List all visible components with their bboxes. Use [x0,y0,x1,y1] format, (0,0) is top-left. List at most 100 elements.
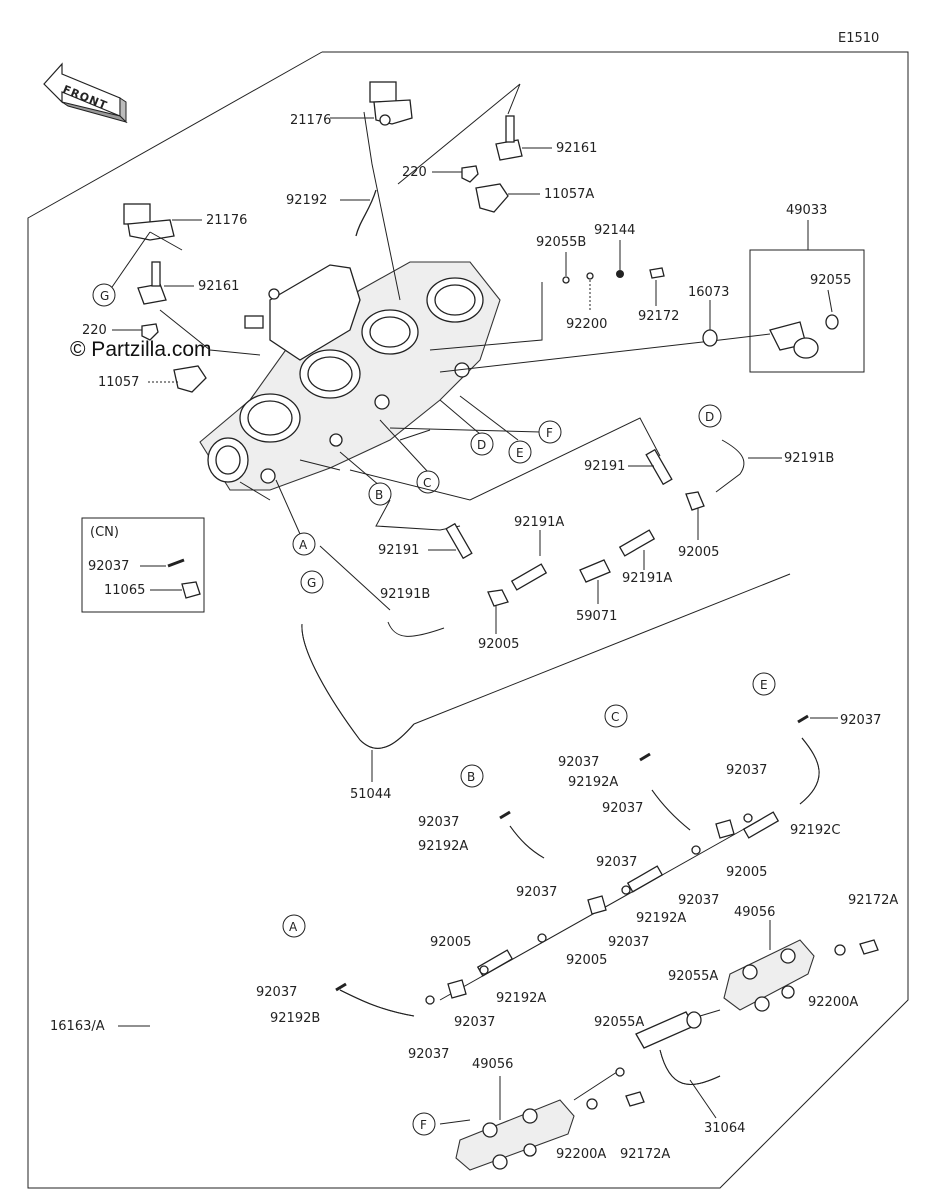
callout-circle-E [508,440,532,464]
callout-B: B [375,488,383,502]
label-16073: 16073 [688,285,729,300]
label-92037-cn: 92037 [88,559,129,574]
sensor-21176-top [330,81,413,126]
callout-A: A [299,538,308,552]
label-92055B: 92055B [536,235,586,250]
label-92200A-b: 92200A [556,1147,606,1162]
label-92037-m3: 92037 [608,935,649,950]
label-21176-top: 21176 [290,113,331,128]
assembly-outline [27,51,909,1189]
callout-A2: A [289,920,298,934]
label-11057A: 11057A [544,187,594,202]
callout-circle-A2 [282,914,306,938]
callout-F2: F [420,1118,427,1132]
label-92192A-l: 92192A [496,991,546,1006]
label-31064: 31064 [704,1121,745,1136]
label-92005-left: 92005 [478,637,519,652]
label-51044: 51044 [350,787,391,802]
label-220-left: 220 [82,323,107,338]
label-92191-left: 92191 [378,543,419,558]
label-92037-c: 92037 [558,755,599,770]
label-92037-r: 92037 [726,763,767,778]
label-92037-l2: 92037 [408,1047,449,1062]
diagram-code: E1510 [838,31,879,46]
hose-51044 [300,570,791,782]
label-92037-m2: 92037 [678,893,719,908]
washer-16073 [702,300,718,347]
bracket-11057 [148,309,261,393]
label-92055: 92055 [810,273,851,288]
label-92200: 92200 [566,317,607,332]
callout-circle-B2 [460,764,484,788]
label-92037-b2: 92037 [596,855,637,870]
label-92192A-m: 92192A [636,911,686,926]
fuel-pipe-31064 [573,1009,721,1119]
throttle-body-assembly [199,261,501,501]
callout-leaders [275,395,541,535]
callout-circle-D [470,432,494,456]
label-92192: 92192 [286,193,327,208]
fuel-rail-49056-right [723,920,879,1012]
part-92161-left [137,261,194,305]
label-49056-b: 49056 [472,1057,513,1072]
label-11065-cn: 11065 [104,583,145,598]
cn-variant-box: (CN) [81,517,205,613]
sensor-21176-left [109,203,202,291]
label-92037-c2: 92037 [602,801,643,816]
callout-circle-D2 [698,404,722,428]
label-92005-mid: 92005 [726,865,767,880]
sensor-group-49033 [439,220,865,373]
label-92144: 92144 [594,223,635,238]
label-220-top: 220 [402,165,427,180]
callout-G: G [307,576,316,590]
label-92055A-b: 92055A [594,1015,644,1030]
callout-circle-G-top [92,283,116,307]
hose-92192 [340,111,401,301]
label-92192C: 92192C [790,823,840,838]
label-92037-b: 92037 [418,815,459,830]
partzilla-watermark: © Partzilla.com [70,338,212,361]
label-92005-l: 92005 [430,935,471,950]
label-92192A-c: 92192A [568,775,618,790]
fuel-rail-49056-bottom [439,1067,645,1171]
part-220-top [432,165,479,183]
label-92005-m2: 92005 [566,953,607,968]
callout-C2: C [611,710,619,724]
part-92161-top [397,83,552,185]
callout-G-top: G [100,289,109,303]
label-92191A-a: 92191A [514,515,564,530]
label-92055A-r: 92055A [668,969,718,984]
callout-circle-A [292,532,316,556]
part-220-left [112,323,159,341]
label-11057: 11057 [98,375,139,390]
callout-circle-C2 [604,704,628,728]
label-59071: 59071 [576,609,617,624]
callout-F: F [546,426,553,440]
callout-D2: D [705,410,714,424]
vacuum-hose-assembly-lower [339,737,820,1017]
label-21176-left: 21176 [206,213,247,228]
label-92192A-b: 92192A [418,839,468,854]
label-92005-right: 92005 [678,545,719,560]
label-16163A: 16163/A [50,1019,105,1034]
callout-circle-F [538,420,562,444]
label-92172: 92172 [638,309,679,324]
cn-box-title: (CN) [90,525,119,540]
label-92037-e: 92037 [840,713,881,728]
label-92172A-b: 92172A [620,1147,670,1162]
label-92037-l: 92037 [454,1015,495,1030]
callout-B2: B [467,770,475,784]
callout-E2: E [760,678,768,692]
label-92191A-b: 92191A [622,571,672,586]
callout-circle-C [416,470,440,494]
front-arrow-icon: FRONT [43,62,128,124]
label-92191B-right: 92191B [784,451,834,466]
label-49033: 49033 [786,203,827,218]
callout-C: C [423,476,431,490]
callout-D: D [477,438,486,452]
callout-circle-B [368,482,392,506]
label-92172A-r: 92172A [848,893,898,908]
label-92037-A: 92037 [256,985,297,1000]
